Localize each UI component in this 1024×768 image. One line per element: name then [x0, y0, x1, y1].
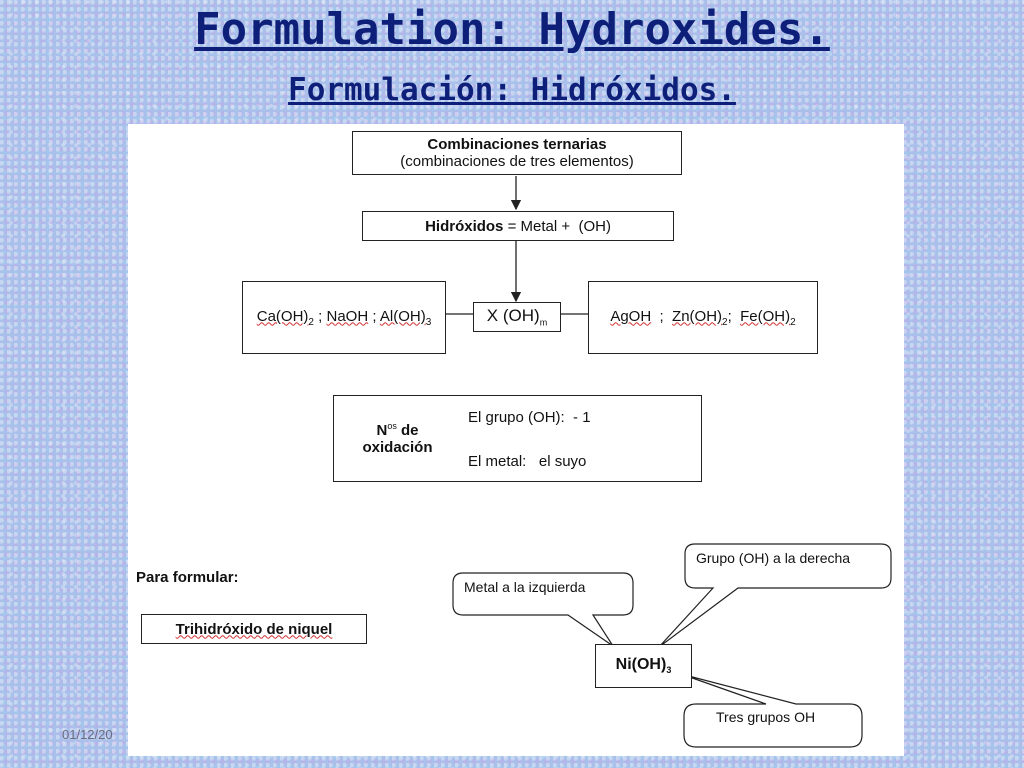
- callout-right-text: Grupo (OH) a la derecha: [696, 550, 851, 566]
- formula-0: Ca(OH): [256, 307, 309, 325]
- box-example-name: Trihidróxido de niquel: [141, 614, 367, 644]
- callout-bottom-text: Tres grupos OH: [716, 709, 816, 725]
- callout-bottom-bubble: [680, 673, 863, 748]
- box-right-examples: AgOH ; Zn(OH)2; Fe(OH)2: [588, 281, 818, 354]
- oxidation-row-metal: El metal: el suyo: [468, 453, 587, 470]
- ternarias-subtitle: (combinaciones de tres elementos): [400, 153, 634, 170]
- oxidation-word: oxidación: [362, 439, 433, 456]
- formula-subscript-2: 3: [425, 316, 432, 328]
- formula-separator-1: ;: [727, 307, 741, 325]
- box-combinaciones-ternarias: Combinaciones ternarias (combinaciones d…: [352, 131, 682, 175]
- formula-1: NaOH: [326, 307, 369, 325]
- hidroxidos-word: Hidróxidos: [425, 217, 504, 235]
- para-formular-label: Para formular:: [136, 569, 239, 586]
- general-formula-subscript: m: [539, 317, 548, 328]
- oxidation-header: Nos de oxidación: [334, 396, 461, 481]
- example-name: Trihidróxido de niquel: [175, 620, 333, 638]
- general-formula: X (OH): [486, 306, 540, 326]
- formula-subscript-0: 2: [308, 316, 314, 328]
- box-example-formula: Ni(OH)3: [595, 644, 692, 688]
- left-examples: Ca(OH)2 ; NaOH ; Al(OH)3: [257, 308, 432, 328]
- diagram-panel: Combinaciones ternarias (combinaciones d…: [128, 124, 904, 756]
- box-hidroxidos-definition: Hidróxidos = Metal + (OH): [362, 211, 674, 241]
- formula-separator-0: ;: [651, 307, 673, 325]
- callout-left-text: Metal a la izquierda: [464, 579, 586, 595]
- callout-left-bubble: [452, 572, 634, 647]
- callout-right-bubble: [658, 543, 892, 648]
- box-left-examples: Ca(OH)2 ; NaOH ; Al(OH)3: [242, 281, 446, 354]
- right-examples: AgOH ; Zn(OH)2; Fe(OH)2: [610, 308, 795, 328]
- formula-separator-0: ;: [313, 307, 327, 325]
- oxidation-n-sup: os: [387, 421, 397, 431]
- slide-subtitle: Formulación: Hidróxidos.: [288, 72, 736, 108]
- oxidation-de: de: [401, 422, 419, 439]
- formula-subscript-1: 2: [722, 316, 728, 328]
- formula-separator-1: ;: [368, 307, 380, 325]
- oxidation-row-oh: El grupo (OH): - 1: [468, 409, 591, 426]
- formula-0: AgOH: [610, 307, 652, 325]
- formula-2: Fe(OH): [740, 307, 791, 325]
- box-oxidation-numbers: Nos de oxidación El grupo (OH): - 1 El m…: [333, 395, 702, 482]
- slide-title: Formulation: Hydroxides.: [194, 4, 830, 55]
- box-general-formula: X (OH)m: [473, 302, 561, 332]
- formula-2: Al(OH): [379, 307, 426, 325]
- hidroxidos-equation: = Metal + (OH): [503, 217, 611, 235]
- oxidation-n: N: [376, 422, 388, 439]
- example-formula: Ni(OH): [615, 656, 667, 674]
- example-formula-subscript: 3: [666, 665, 672, 676]
- footer-date: 01/12/20: [62, 727, 113, 742]
- ternarias-title: Combinaciones ternarias: [427, 136, 607, 153]
- formula-1: Zn(OH): [672, 307, 723, 325]
- formula-subscript-2: 2: [790, 316, 796, 328]
